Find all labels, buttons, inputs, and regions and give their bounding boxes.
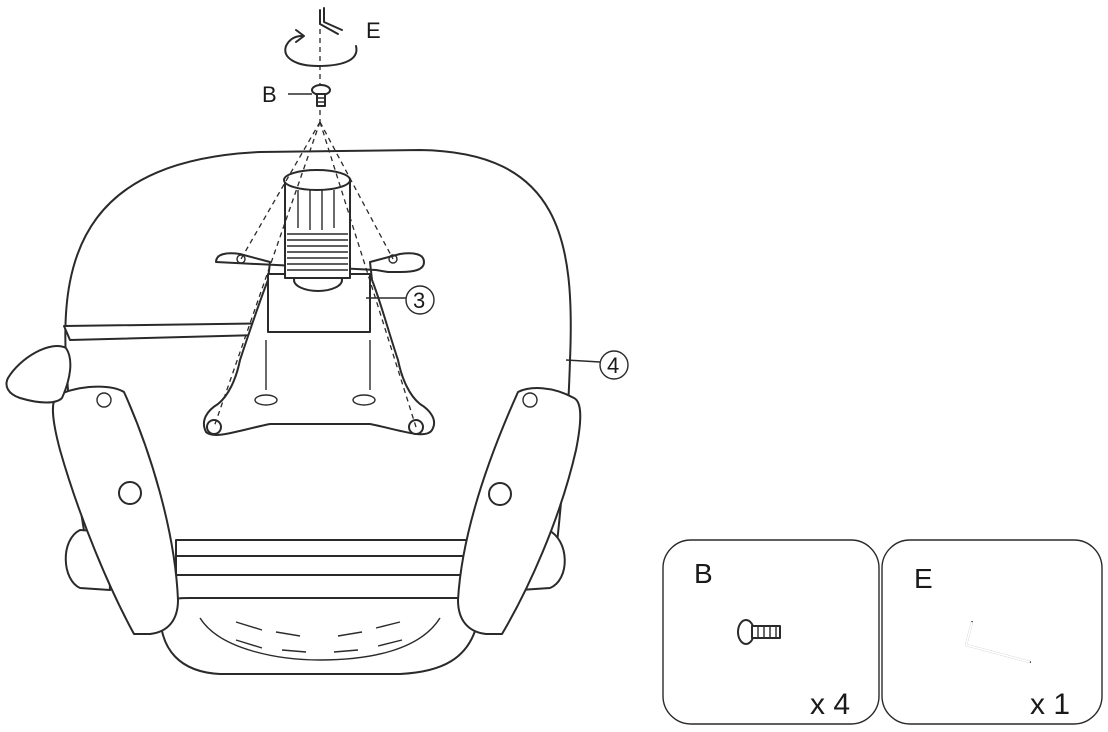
callout-3-label: 3 bbox=[413, 288, 425, 313]
right-armrest-bracket bbox=[457, 387, 582, 635]
parts-panel-e: E x 1 bbox=[881, 539, 1103, 725]
callout-e-label: E bbox=[366, 18, 381, 43]
callout-3-circle bbox=[405, 285, 435, 315]
vent-slots bbox=[235, 621, 403, 653]
part-e-quantity: x 1 bbox=[1030, 688, 1070, 721]
callout-4-circle bbox=[599, 350, 629, 380]
callout-4-label: 4 bbox=[607, 353, 619, 378]
allen-key-icon bbox=[319, 7, 343, 35]
screw-icon bbox=[311, 84, 331, 107]
allen-key-icon bbox=[965, 621, 1031, 663]
callout-4-leader bbox=[565, 359, 601, 363]
part-b-quantity: x 4 bbox=[810, 688, 850, 721]
rotation-arrowhead-icon bbox=[295, 29, 305, 43]
rotation-arrow-icon bbox=[284, 35, 358, 67]
part-e-letter: E bbox=[914, 563, 933, 594]
callout-b-label: B bbox=[262, 82, 277, 107]
left-armrest-bracket bbox=[52, 385, 179, 635]
gas-cylinder bbox=[283, 169, 351, 279]
screw-icon bbox=[737, 619, 781, 645]
parts-panel-b: B x 4 bbox=[662, 539, 880, 725]
part-b-letter: B bbox=[694, 558, 713, 589]
